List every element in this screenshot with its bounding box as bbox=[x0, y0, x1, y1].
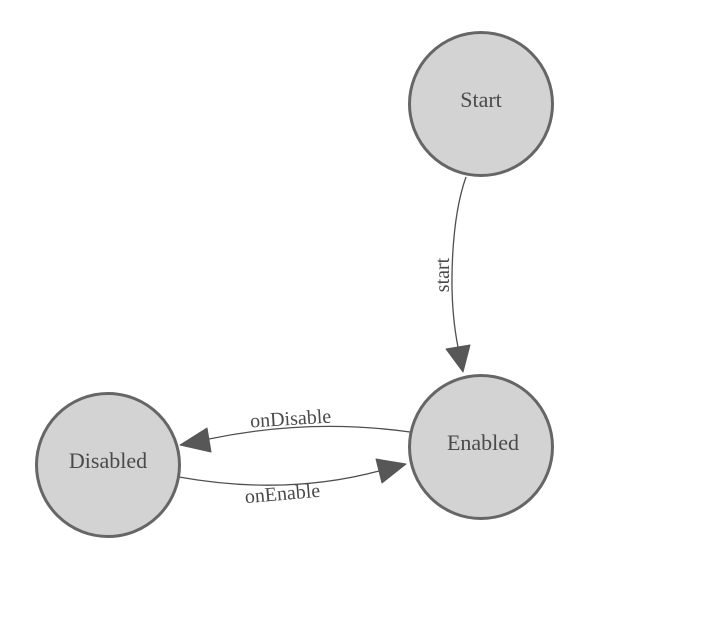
edge-line-onenable bbox=[178, 470, 380, 486]
state-label-start: Start bbox=[460, 87, 502, 112]
state-node-enabled[interactable]: Enabled bbox=[408, 374, 554, 520]
arrowhead-left-icon bbox=[179, 427, 212, 453]
state-node-disabled[interactable]: Disabled bbox=[35, 392, 181, 538]
edge-line-ondisable bbox=[208, 425, 411, 440]
state-node-start[interactable]: Start bbox=[408, 31, 554, 177]
state-label-enabled: Enabled bbox=[447, 430, 519, 455]
arrowhead-down-icon bbox=[445, 344, 471, 373]
arrowhead-right-icon bbox=[375, 458, 407, 484]
state-circle-start[interactable] bbox=[408, 31, 554, 177]
edge-disabled-to-enabled: onEnable bbox=[178, 458, 407, 509]
edge-enabled-to-disabled: onDisable bbox=[179, 406, 411, 453]
edge-start-to-enabled: start bbox=[432, 176, 471, 373]
state-circle-enabled[interactable] bbox=[408, 374, 554, 520]
edge-label-start: start bbox=[432, 257, 454, 292]
edge-line-start bbox=[451, 176, 467, 348]
edge-label-ondisable: onDisable bbox=[249, 406, 331, 433]
state-circle-disabled[interactable] bbox=[35, 392, 181, 538]
edge-label-onenable: onEnable bbox=[244, 480, 321, 509]
state-label-disabled: Disabled bbox=[69, 448, 147, 473]
